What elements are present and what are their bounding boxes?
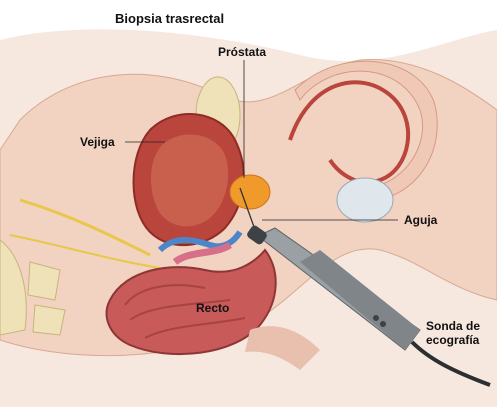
page-title: Biopsia trasrectal [115, 12, 224, 26]
label-prostata: Próstata [218, 46, 266, 59]
label-vejiga: Vejiga [80, 136, 115, 149]
label-sonda-line2: ecografía [426, 334, 479, 347]
label-aguja: Aguja [404, 214, 437, 227]
prostate [230, 175, 270, 209]
label-recto: Recto [196, 302, 229, 315]
testis [337, 178, 393, 222]
vertebra [33, 305, 65, 335]
label-sonda-line1: Sonda de [426, 320, 480, 333]
